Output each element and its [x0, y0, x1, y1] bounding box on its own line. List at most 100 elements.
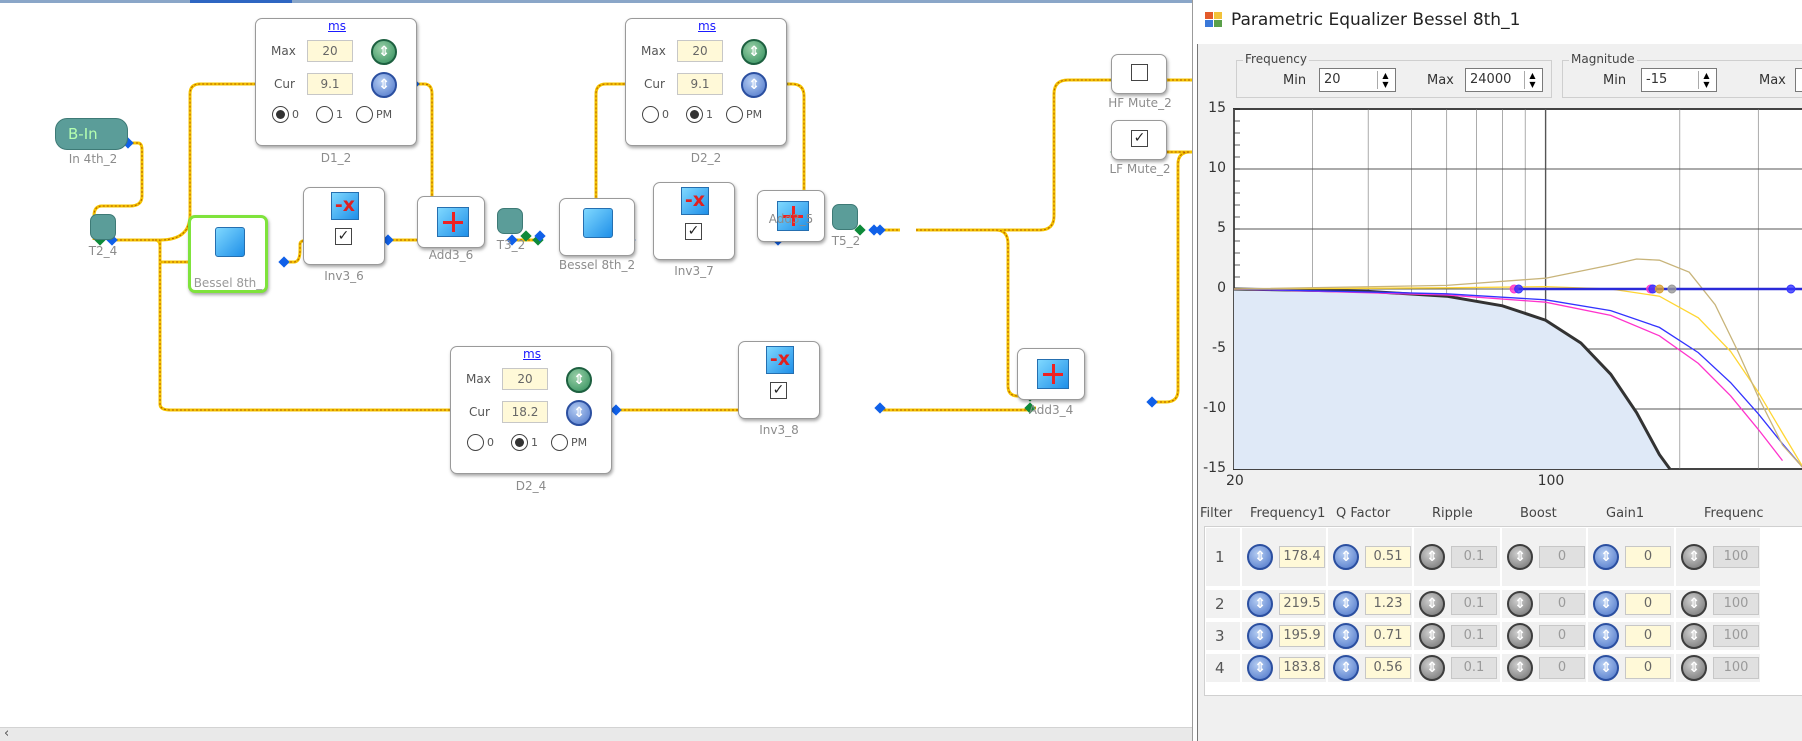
- delay-cur-knob-icon[interactable]: ⇕: [566, 400, 592, 426]
- param-boost-field: 0: [1539, 546, 1585, 568]
- adder-caption: Add3_4: [1028, 403, 1074, 417]
- bessel-filter-block-selected[interactable]: [188, 215, 268, 293]
- delay-mode-radio[interactable]: [686, 106, 703, 123]
- delay-mode-radio[interactable]: [551, 434, 568, 451]
- inverter-enable-checkbox[interactable]: ✓: [335, 228, 352, 245]
- delay-mode-radio[interactable]: [316, 106, 333, 123]
- active-document-tab[interactable]: [190, 0, 292, 3]
- param-gain-field[interactable]: 0: [1625, 657, 1671, 679]
- delay-cur-field[interactable]: 9.1: [307, 73, 353, 95]
- adder-block[interactable]: [757, 190, 825, 242]
- delay-cur-knob-icon[interactable]: ⇕: [741, 72, 767, 98]
- param-knob-icon[interactable]: ⇕: [1593, 623, 1619, 649]
- adder-block[interactable]: [417, 196, 485, 248]
- filter-marker[interactable]: [1654, 284, 1664, 294]
- filter-marker[interactable]: [1667, 284, 1677, 294]
- delay-cur-knob-icon[interactable]: ⇕: [371, 72, 397, 98]
- param-frequency-field[interactable]: 195.9: [1279, 625, 1325, 647]
- bessel-filter-block[interactable]: [559, 198, 635, 256]
- inverter-block[interactable]: -x ✓: [653, 182, 735, 260]
- param-q-field[interactable]: 0.56: [1365, 657, 1411, 679]
- delay-unit-link[interactable]: ms: [698, 19, 716, 33]
- table-header: Frequenc: [1704, 506, 1764, 521]
- delay-mode-radio[interactable]: [467, 434, 484, 451]
- delay-mode-radio[interactable]: [511, 434, 528, 451]
- delay-max-field[interactable]: 20: [502, 368, 548, 390]
- param-q-field[interactable]: 1.23: [1365, 593, 1411, 615]
- param-q-field[interactable]: 0.51: [1365, 546, 1411, 568]
- frequency-min-spinbox[interactable]: 20▲▼: [1319, 68, 1396, 92]
- delay-cur-field[interactable]: 9.1: [677, 73, 723, 95]
- param-freq2-field: 100: [1713, 546, 1759, 568]
- delay-mode-radio[interactable]: [272, 106, 289, 123]
- param-knob-icon[interactable]: ⇕: [1247, 655, 1273, 681]
- filter-markers[interactable]: [1509, 284, 1796, 294]
- filter-marker[interactable]: [1514, 284, 1524, 294]
- param-knob-icon[interactable]: ⇕: [1333, 623, 1359, 649]
- spin-arrows-icon[interactable]: ▲▼: [1377, 71, 1393, 89]
- hf-mute-checkbox[interactable]: [1131, 64, 1148, 81]
- input-block[interactable]: B-In: [55, 118, 128, 150]
- magnitude-max-spinbox[interactable]: [1795, 68, 1802, 92]
- param-knob-icon[interactable]: ⇕: [1333, 655, 1359, 681]
- param-knob-icon[interactable]: ⇕: [1593, 591, 1619, 617]
- delay-mode-radio[interactable]: [642, 106, 659, 123]
- delay-max-knob-icon[interactable]: ⇕: [741, 39, 767, 65]
- delay-unit-link[interactable]: ms: [328, 19, 346, 33]
- param-knob-icon[interactable]: ⇕: [1593, 544, 1619, 570]
- inverter-enable-checkbox[interactable]: ✓: [685, 223, 702, 240]
- delay-max-knob-icon[interactable]: ⇕: [566, 367, 592, 393]
- eq-window-titlebar[interactable]: Parametric Equalizer Bessel 8th_1: [1193, 0, 1802, 40]
- scroll-left-arrow-icon[interactable]: ‹: [4, 726, 10, 741]
- delay-max-field[interactable]: 20: [307, 40, 353, 62]
- horizontal-scrollbar[interactable]: ‹: [0, 726, 1192, 741]
- inverter-block[interactable]: -x ✓: [738, 341, 820, 419]
- lf-mute-block[interactable]: ✓: [1111, 120, 1167, 160]
- param-frequency-field[interactable]: 178.4: [1279, 546, 1325, 568]
- param-knob-icon[interactable]: ⇕: [1333, 544, 1359, 570]
- param-knob-icon[interactable]: ⇕: [1333, 591, 1359, 617]
- param-frequency-field[interactable]: 183.8: [1279, 657, 1325, 679]
- frequency-group: Frequency Min 20▲▼ Max 24000▲▼: [1236, 52, 1552, 98]
- add-icon: [777, 201, 809, 231]
- delay-mode-label: PM: [571, 436, 588, 449]
- magnitude-min-spinbox[interactable]: -15▲▼: [1641, 68, 1717, 92]
- adder-block[interactable]: [1017, 348, 1085, 400]
- param-gain-field[interactable]: 0: [1625, 593, 1671, 615]
- delay-mode-radio[interactable]: [726, 106, 743, 123]
- delay-max-field[interactable]: 20: [677, 40, 723, 62]
- inverter-block[interactable]: -x ✓: [303, 187, 385, 265]
- tee-block[interactable]: [497, 208, 523, 234]
- param-freq2-field: 100: [1713, 657, 1759, 679]
- spin-arrows-icon[interactable]: ▲▼: [1524, 71, 1540, 89]
- frequency-max-spinbox[interactable]: 24000▲▼: [1465, 68, 1543, 92]
- param-knob-icon[interactable]: ⇕: [1593, 655, 1619, 681]
- spin-arrows-icon[interactable]: ▲▼: [1698, 71, 1714, 89]
- param-knob-icon[interactable]: ⇕: [1247, 544, 1273, 570]
- diagram-canvas[interactable]: B-In In 4th_2 T2_4 T3_2 T5_2 Bessel 8th_…: [0, 0, 1192, 741]
- table-header: Filter: [1200, 506, 1233, 521]
- delay-unit-link[interactable]: ms: [523, 347, 541, 361]
- param-knob-icon[interactable]: ⇕: [1247, 623, 1273, 649]
- inverter-enable-checkbox[interactable]: ✓: [770, 382, 787, 399]
- param-q-field[interactable]: 0.71: [1365, 625, 1411, 647]
- hf-mute-block[interactable]: [1111, 54, 1167, 94]
- delay-mode-radio[interactable]: [356, 106, 373, 123]
- eq-response-chart[interactable]: [1198, 44, 1802, 524]
- param-knob-icon[interactable]: ⇕: [1247, 591, 1273, 617]
- tee-block[interactable]: [832, 204, 858, 230]
- param-frequency-field[interactable]: 219.5: [1279, 593, 1325, 615]
- delay-caption: D1_2: [320, 151, 352, 165]
- delay-max-knob-icon[interactable]: ⇕: [371, 39, 397, 65]
- lf-mute-checkbox[interactable]: ✓: [1131, 130, 1148, 147]
- magnitude-max-label: Max: [1759, 73, 1786, 88]
- param-gain-field[interactable]: 0: [1625, 546, 1671, 568]
- tee-block[interactable]: [90, 214, 116, 240]
- filter-marker[interactable]: [1786, 284, 1796, 294]
- parametric-eq-window[interactable]: Parametric Equalizer Bessel 8th_1 Freque…: [1192, 0, 1802, 741]
- delay-cur-field[interactable]: 18.2: [502, 401, 548, 423]
- param-gain-field[interactable]: 0: [1625, 625, 1671, 647]
